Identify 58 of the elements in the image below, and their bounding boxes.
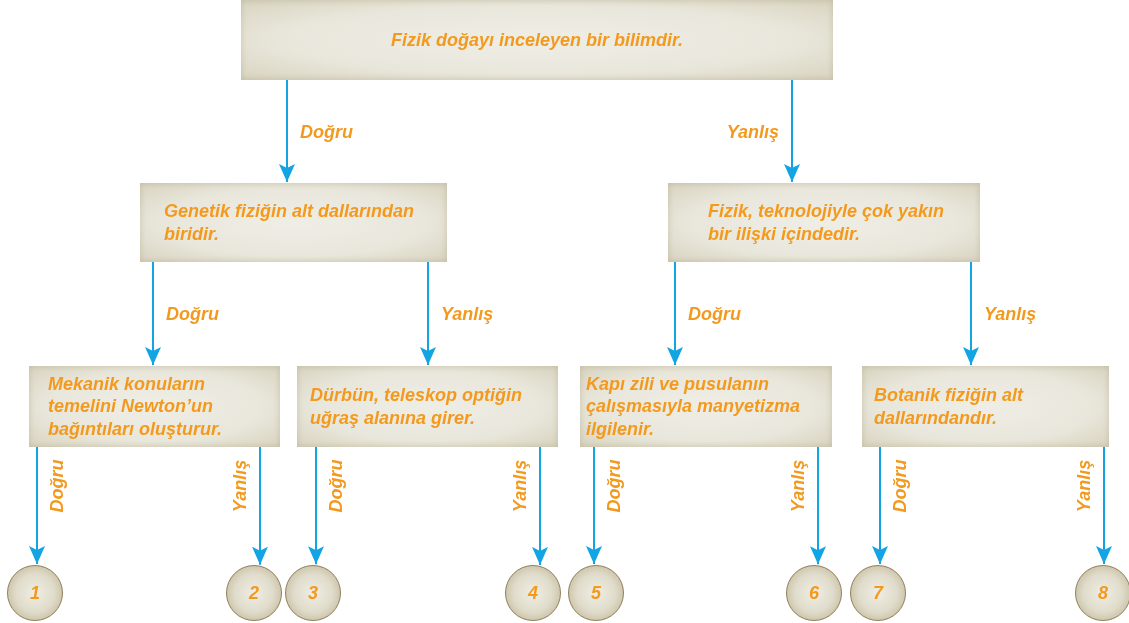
statement-text: Mekanik konuların temelini Newton’un bağıntıları oluşturur.: [48, 372, 223, 441]
arrow: [308, 446, 324, 566]
edge-label: Yanlış: [231, 460, 249, 513]
statement-text: Dürbün, teleskop optiğin uğraş alanına girer.: [310, 384, 523, 429]
edge-label: Doğru: [48, 459, 66, 513]
outcome-circle: [226, 565, 282, 621]
outcome-circle: [1075, 565, 1129, 621]
statement-text: Genetik fiziğin alt dallarından biridir.: [164, 200, 416, 245]
edge-label: Yanlış: [441, 305, 494, 323]
arrow: [29, 446, 45, 566]
outcome-number: 7: [873, 581, 883, 605]
arrow: [810, 446, 826, 566]
statement-box: [297, 366, 558, 447]
arrow: [963, 261, 979, 366]
statement-box: [241, 0, 833, 80]
outcome-number: 8: [1098, 581, 1108, 605]
edge-label: Doğru: [688, 305, 741, 323]
edge-label: Doğru: [300, 122, 353, 141]
arrow: [420, 261, 436, 366]
arrow: [279, 79, 295, 183]
edge-label: Yanlış: [726, 122, 779, 141]
outcome-circle: [7, 565, 63, 621]
outcome-circle: [568, 565, 624, 621]
outcome-number: 1: [30, 581, 40, 605]
outcome-circle: [285, 565, 341, 621]
arrow: [872, 446, 888, 566]
edge-label: Yanlış: [984, 305, 1037, 323]
outcome-number: 3: [308, 581, 318, 605]
outcome-number: 6: [809, 581, 819, 605]
statement-text: Fizik doğayı inceleyen bir bilimdir.: [390, 28, 684, 52]
outcome-number: 5: [591, 581, 601, 605]
statement-box: [29, 366, 280, 447]
arrow: [1096, 446, 1112, 565]
arrow: [532, 446, 548, 566]
arrow: [252, 446, 268, 566]
edge-label: Doğru: [327, 459, 345, 513]
statement-box: [580, 366, 832, 447]
arrow: [667, 261, 683, 366]
statement-text: Fizik, teknolojiyle çok yakın bir ilişki içindedir.: [708, 200, 946, 245]
edge-label: Yanlış: [511, 460, 529, 513]
statement-box: [140, 183, 447, 262]
statement-box: [862, 366, 1109, 447]
outcome-number: 4: [528, 581, 538, 605]
arrow: [784, 79, 800, 183]
outcome-circle: [505, 565, 561, 621]
arrow: [145, 261, 161, 366]
edge-label: Doğru: [891, 459, 909, 513]
outcome-circle: [850, 565, 906, 621]
edge-label: Doğru: [166, 305, 219, 323]
outcome-number: 2: [249, 581, 259, 605]
outcome-circle: [786, 565, 842, 621]
statement-text: Kapı zili ve pusulanın çalışmasıyla manyetizma ilgilenir.: [586, 372, 802, 441]
edge-label: Yanlış: [1075, 459, 1093, 513]
edge-label: Doğru: [605, 459, 623, 513]
statement-text: Botanik fiziğin alt dallarındandır.: [874, 384, 1025, 429]
edge-label: Yanlış: [789, 459, 807, 513]
statement-box: [668, 183, 980, 262]
arrow: [586, 446, 602, 566]
